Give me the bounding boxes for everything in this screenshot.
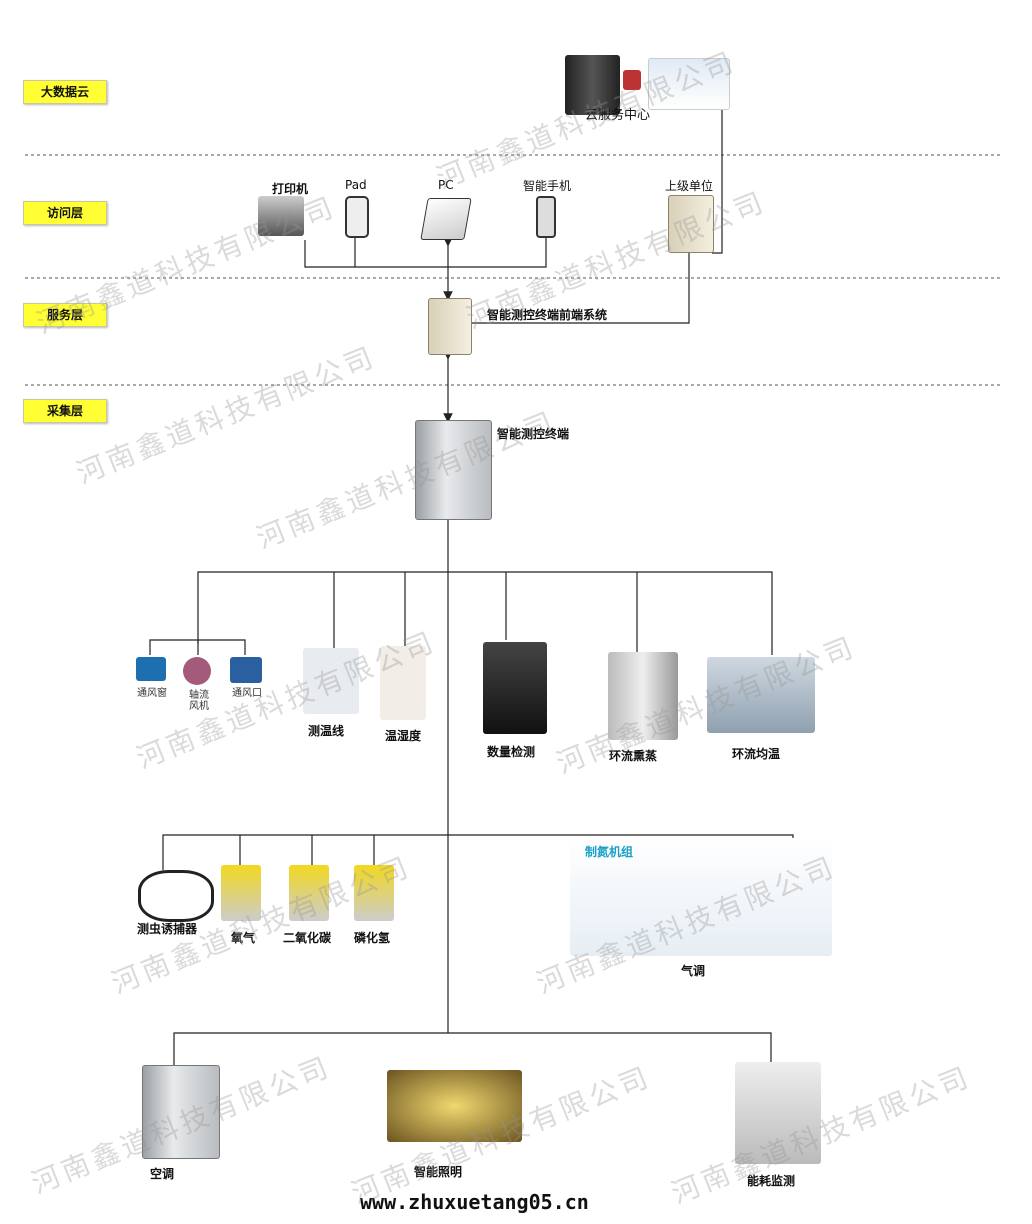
air-conditioner-label: 空调 — [150, 1167, 175, 1181]
layer-label-access: 访问层 — [23, 201, 107, 225]
firewall-image — [623, 70, 641, 90]
vent-opening-image — [230, 657, 262, 683]
footer-url: www.zhuxuetang05.cn — [360, 1190, 589, 1214]
pad-image — [345, 196, 369, 238]
control-terminal-cabinet-image — [415, 420, 492, 520]
circulation-fumigation-image — [608, 652, 678, 740]
vent-window-image — [136, 657, 166, 681]
vent-window-label: 通风窗 — [137, 688, 167, 699]
smart-lighting-image — [387, 1070, 522, 1142]
superior-unit-label: 上级单位 — [665, 179, 714, 193]
smartphone-label: 智能手机 — [523, 179, 572, 193]
service-server-image — [428, 298, 472, 355]
pad-label: Pad — [345, 178, 367, 192]
quantity-detection-label: 数量检测 — [487, 745, 536, 759]
frontend-system-label: 智能测控终端前端系统 — [487, 308, 608, 322]
energy-meter-image — [735, 1062, 821, 1164]
nitrogen-generator-image — [570, 838, 832, 956]
humidity-sensor-image — [380, 646, 426, 720]
temperature-cable-image — [303, 648, 359, 714]
cloud-label: 云服务中心 — [585, 108, 651, 123]
energy-monitoring-label: 能耗监测 — [747, 1174, 796, 1188]
circulation-uniform-temp-image — [707, 657, 815, 733]
insect-trap-label: 测虫诱捕器 — [137, 922, 198, 936]
circulation-fumigation-label: 环流熏蒸 — [609, 749, 658, 763]
oxygen-label: 氧气 — [231, 931, 256, 945]
terminal-label: 智能测控终端 — [497, 427, 570, 441]
printer-image — [258, 196, 304, 236]
network-image — [648, 58, 730, 110]
phosphine-label: 磷化氢 — [354, 931, 391, 945]
superior-server-image — [668, 195, 714, 253]
nitrogen-unit-title: 制氮机组 — [585, 845, 634, 859]
controlled-atmosphere-label: 气调 — [681, 964, 706, 978]
smartphone-image — [536, 196, 556, 238]
oxygen-sensor-image — [221, 865, 261, 921]
co2-sensor-image — [289, 865, 329, 921]
cloud-server-rack-image — [565, 55, 620, 115]
axial-fan-label-1: 轴流 — [189, 690, 209, 701]
co2-label: 二氧化碳 — [283, 931, 332, 945]
vent-opening-label: 通风口 — [232, 688, 262, 699]
temperature-cable-label: 测温线 — [308, 724, 345, 738]
circulation-uniform-temp-label: 环流均温 — [732, 747, 781, 761]
quantity-detector-image — [483, 642, 547, 734]
layer-label-service: 服务层 — [23, 303, 107, 327]
pc-label: PC — [438, 178, 454, 192]
axial-fan-image — [183, 657, 211, 685]
insect-trap-image — [138, 870, 214, 922]
phosphine-sensor-image — [354, 865, 394, 921]
air-conditioner-image — [142, 1065, 220, 1159]
layer-label-bigdata-cloud: 大数据云 — [23, 80, 107, 104]
layer-label-collection: 采集层 — [23, 399, 107, 423]
axial-fan-label-2: 风机 — [189, 701, 209, 712]
printer-label: 打印机 — [272, 182, 309, 196]
laptop-image — [420, 198, 472, 240]
smart-lighting-label: 智能照明 — [414, 1165, 463, 1179]
humidity-label: 温湿度 — [385, 729, 422, 743]
